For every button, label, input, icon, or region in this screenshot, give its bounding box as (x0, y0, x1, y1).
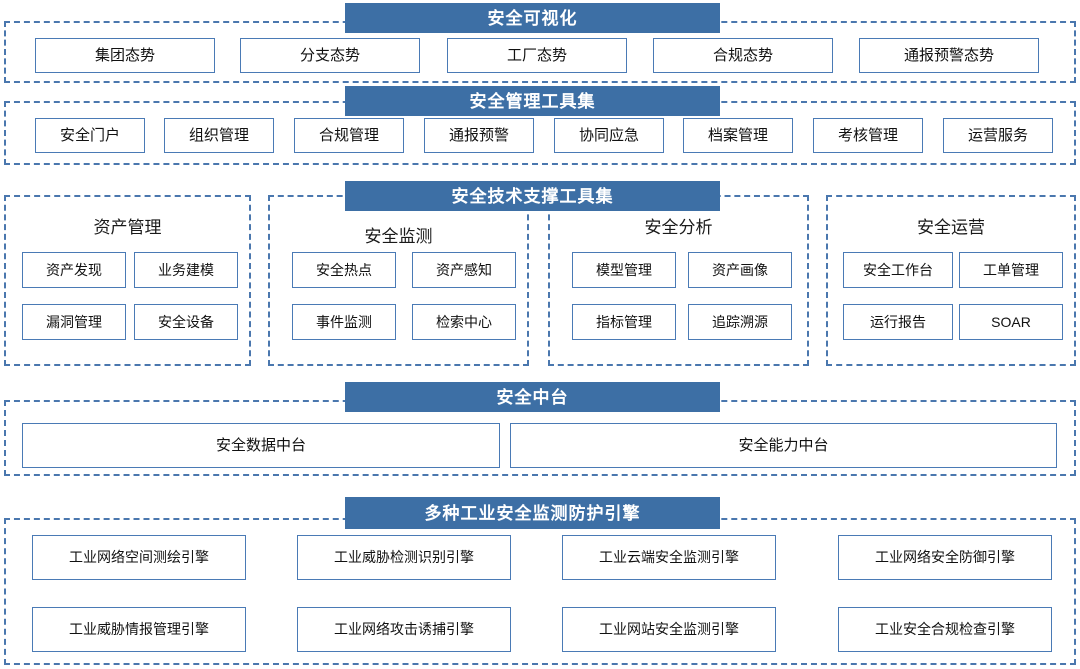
security-operations-item-0[interactable]: 安全工作台 (843, 252, 953, 288)
engine-item-3[interactable]: 工业网络安全防御引擎 (838, 535, 1052, 580)
management-item-3-label: 通报预警 (448, 126, 509, 144)
security-monitoring-item-2[interactable]: 事件监测 (292, 304, 396, 340)
engine-item-5[interactable]: 工业网络攻击诱捕引擎 (297, 607, 511, 652)
visualization-item-0-label: 集团态势 (94, 46, 155, 64)
management-item-0[interactable]: 安全门户 (35, 118, 145, 153)
layer-security-platform-title: 安全中台 (496, 387, 569, 407)
engine-item-2[interactable]: 工业云端安全监测引擎 (562, 535, 776, 580)
layer-visualization-banner: 安全可视化 (345, 3, 720, 33)
security-monitoring-item-2-label: 事件监测 (316, 313, 372, 330)
asset-management-item-1-label: 业务建模 (158, 261, 214, 278)
asset-management-item-3-label: 安全设备 (158, 313, 214, 330)
security-analysis-item-3[interactable]: 追踪溯源 (688, 304, 792, 340)
security-operations-item-2-label: 运行报告 (870, 313, 926, 330)
security-monitoring-item-3-label: 检索中心 (436, 313, 492, 330)
platform-item-0[interactable]: 安全数据中台 (22, 423, 500, 468)
engine-item-1[interactable]: 工业威胁检测识别引擎 (297, 535, 511, 580)
security-analysis-item-2-label: 指标管理 (596, 313, 652, 330)
asset-management-item-3[interactable]: 安全设备 (134, 304, 238, 340)
engine-item-7-label: 工业安全合规检查引擎 (875, 621, 1015, 638)
security-analysis-item-0[interactable]: 模型管理 (572, 252, 676, 288)
management-item-2-label: 合规管理 (318, 126, 379, 144)
engine-item-6[interactable]: 工业网站安全监测引擎 (562, 607, 776, 652)
layer-technical-support-banner: 安全技术支撑工具集 (345, 181, 720, 211)
security-analysis-item-3-label: 追踪溯源 (712, 313, 768, 330)
subgroup-security-analysis-title: 安全分析 (644, 218, 713, 237)
management-item-6[interactable]: 考核管理 (813, 118, 923, 153)
management-item-5-label: 档案管理 (707, 126, 768, 144)
engine-item-1-label: 工业威胁检测识别引擎 (334, 549, 474, 566)
security-monitoring-item-1[interactable]: 资产感知 (412, 252, 516, 288)
security-monitoring-item-3[interactable]: 检索中心 (412, 304, 516, 340)
asset-management-item-1[interactable]: 业务建模 (134, 252, 238, 288)
security-operations-item-3-label: SOAR (991, 313, 1031, 330)
asset-management-item-0-label: 资产发现 (46, 261, 102, 278)
engine-item-6-label: 工业网站安全监测引擎 (599, 621, 739, 638)
security-analysis-item-2[interactable]: 指标管理 (572, 304, 676, 340)
management-item-7[interactable]: 运营服务 (943, 118, 1053, 153)
visualization-item-0[interactable]: 集团态势 (35, 38, 215, 73)
security-analysis-item-1[interactable]: 资产画像 (688, 252, 792, 288)
subgroup-security-operations-title: 安全运营 (917, 218, 985, 237)
layer-engines-title: 多种工业安全监测防护引擎 (424, 503, 641, 523)
subgroup-asset-management-title: 资产管理 (93, 218, 162, 237)
engine-item-5-label: 工业网络攻击诱捕引擎 (334, 621, 474, 638)
platform-item-1-label: 安全能力中台 (738, 436, 829, 454)
management-item-3[interactable]: 通报预警 (424, 118, 534, 153)
engine-item-7[interactable]: 工业安全合规检查引擎 (838, 607, 1052, 652)
visualization-item-2[interactable]: 工厂态势 (447, 38, 627, 73)
engine-item-0-label: 工业网络空间测绘引擎 (69, 549, 209, 566)
engine-item-3-label: 工业网络安全防御引擎 (875, 549, 1015, 566)
security-operations-item-3[interactable]: SOAR (959, 304, 1063, 340)
security-analysis-item-0-label: 模型管理 (596, 261, 652, 278)
layer-engines-banner: 多种工业安全监测防护引擎 (345, 497, 720, 529)
engine-item-4-label: 工业威胁情报管理引擎 (69, 621, 209, 638)
platform-item-1[interactable]: 安全能力中台 (510, 423, 1057, 468)
management-item-1[interactable]: 组织管理 (164, 118, 274, 153)
layer-management-tools-banner: 安全管理工具集 (345, 86, 720, 116)
subgroup-security-monitoring-title: 安全监测 (364, 227, 433, 246)
asset-management-item-2-label: 漏洞管理 (46, 313, 102, 330)
security-operations-item-1-label: 工单管理 (983, 261, 1039, 278)
asset-management-item-2[interactable]: 漏洞管理 (22, 304, 126, 340)
management-item-5[interactable]: 档案管理 (683, 118, 793, 153)
layer-management-tools-title: 安全管理工具集 (469, 91, 596, 111)
security-monitoring-item-1-label: 资产感知 (436, 261, 492, 278)
engine-item-0[interactable]: 工业网络空间测绘引擎 (32, 535, 246, 580)
subgroup-security-operations (826, 195, 1076, 366)
security-operations-item-0-label: 安全工作台 (863, 261, 933, 278)
engine-item-4[interactable]: 工业威胁情报管理引擎 (32, 607, 246, 652)
subgroup-asset-management (4, 195, 251, 366)
management-item-7-label: 运营服务 (967, 126, 1028, 144)
management-item-4[interactable]: 协同应急 (554, 118, 664, 153)
visualization-item-1-label: 分支态势 (299, 46, 360, 64)
visualization-item-4[interactable]: 通报预警态势 (859, 38, 1039, 73)
layer-security-platform-banner: 安全中台 (345, 382, 720, 412)
security-operations-item-1[interactable]: 工单管理 (959, 252, 1063, 288)
visualization-item-4-label: 通报预警态势 (903, 46, 994, 64)
platform-item-0-label: 安全数据中台 (215, 436, 306, 454)
management-item-1-label: 组织管理 (188, 126, 249, 144)
security-analysis-item-1-label: 资产画像 (712, 261, 768, 278)
visualization-item-3-label: 合规态势 (712, 46, 773, 64)
layer-technical-support-title: 安全技术支撑工具集 (451, 186, 614, 206)
security-monitoring-item-0-label: 安全热点 (316, 261, 372, 278)
visualization-item-2-label: 工厂态势 (506, 46, 567, 64)
engine-item-2-label: 工业云端安全监测引擎 (599, 549, 739, 566)
management-item-2[interactable]: 合规管理 (294, 118, 404, 153)
visualization-item-1[interactable]: 分支态势 (240, 38, 420, 73)
management-item-6-label: 考核管理 (837, 126, 898, 144)
asset-management-item-0[interactable]: 资产发现 (22, 252, 126, 288)
visualization-item-3[interactable]: 合规态势 (653, 38, 833, 73)
management-item-4-label: 协同应急 (578, 126, 639, 144)
management-item-0-label: 安全门户 (59, 126, 120, 144)
security-operations-item-2[interactable]: 运行报告 (843, 304, 953, 340)
security-monitoring-item-0[interactable]: 安全热点 (292, 252, 396, 288)
layer-visualization-title: 安全可视化 (487, 8, 578, 28)
